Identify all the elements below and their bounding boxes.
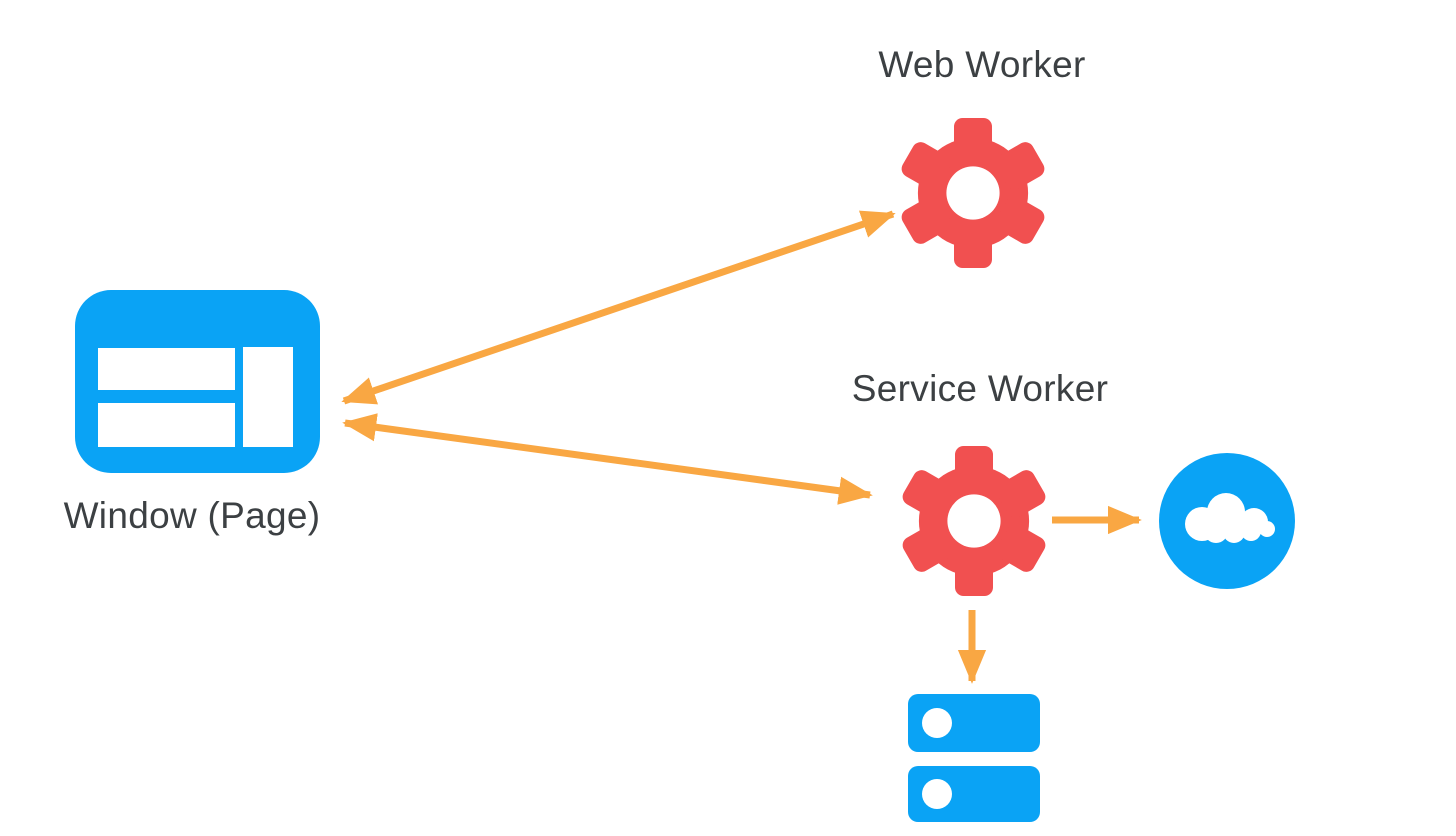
- window-page-label: Window (Page): [63, 495, 321, 536]
- database-icon: [908, 694, 1040, 822]
- web-worker-label: Web Worker: [878, 44, 1086, 85]
- edge-window-serviceworker: [342, 413, 873, 505]
- edge-window-webworker: [341, 210, 896, 405]
- browser-window-icon: [75, 290, 320, 473]
- cloud-icon: [1159, 453, 1295, 589]
- web-worker-gear-icon: [901, 117, 1045, 269]
- service-worker-gear-icon: [902, 445, 1046, 597]
- service-worker-label: Service Worker: [851, 368, 1109, 409]
